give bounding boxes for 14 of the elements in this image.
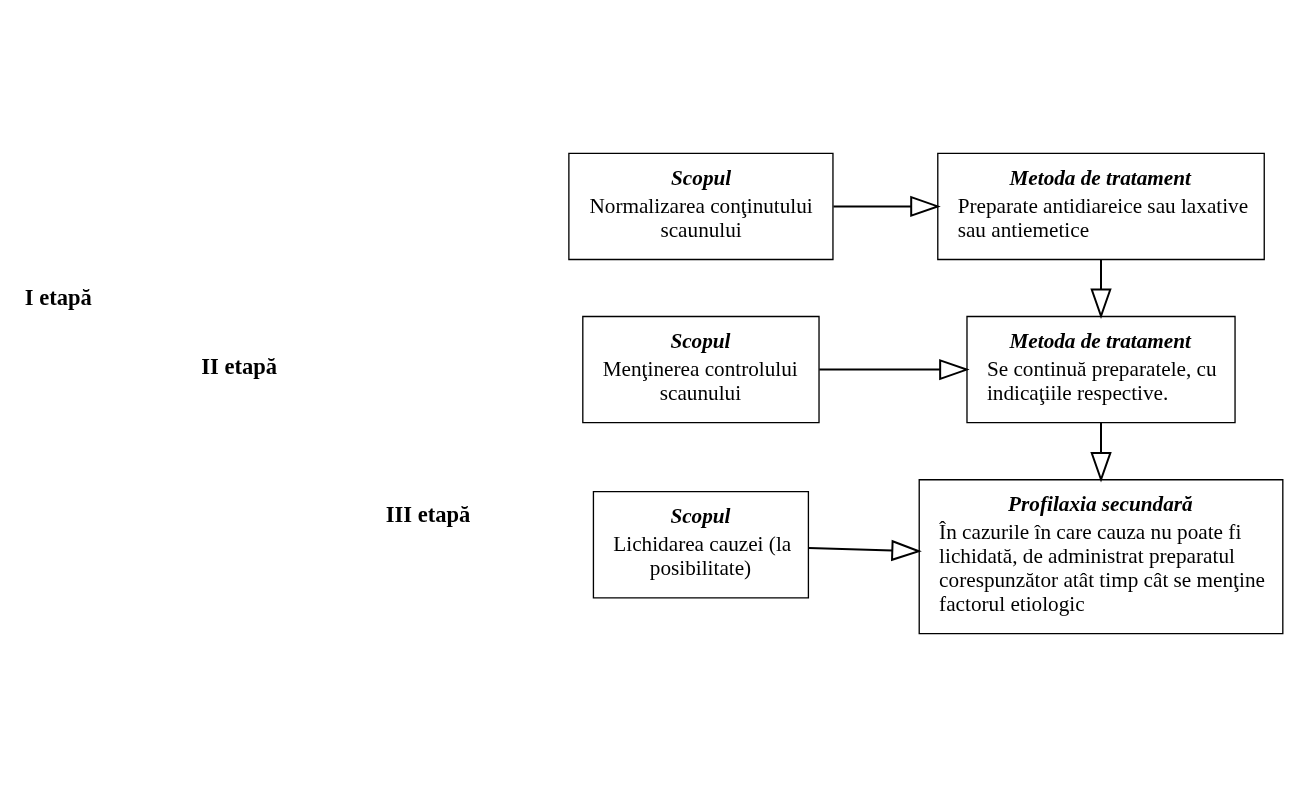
arrow (818, 358, 970, 381)
node-box: Scopul Menţinerea controlului scaunului (582, 315, 820, 424)
node-box: Profilaxia secundară În cazurile în care cauza nu poate fi lichidată, de administrat preparatul corespunzător atât timp cât se menţine factorul etiologic (918, 479, 1284, 635)
label: I etapă (24, 284, 92, 310)
label: III etapă (385, 502, 471, 528)
arrow (807, 539, 922, 562)
node-box: Scopul Normalizarea conţinutului scaunului (568, 152, 834, 261)
node-box: Scopul Lichidarea cauzei (la posibilitate) (592, 491, 810, 599)
node-box: Metoda de tratament Se continuă preparatele, cu indicaţiile respective. (966, 315, 1236, 424)
label: II etapă (201, 353, 278, 379)
node-box: Metoda de tratament Preparate antidiareice sau laxative sau antiemetice (937, 152, 1265, 261)
arrow (832, 195, 941, 218)
arrow (1090, 421, 1112, 483)
arrow (1090, 258, 1112, 320)
